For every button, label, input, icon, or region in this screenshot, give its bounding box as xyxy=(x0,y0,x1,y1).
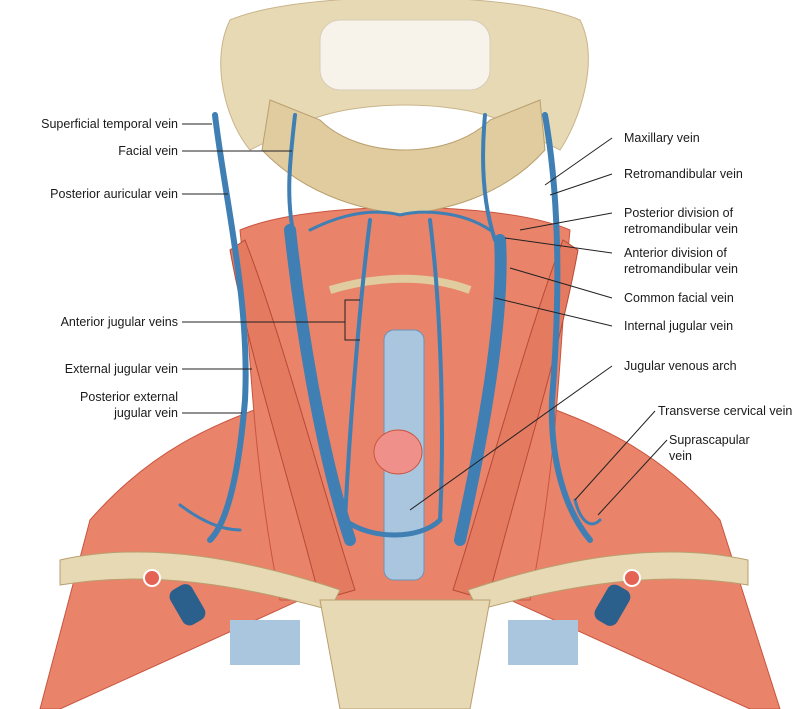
label-text: Suprascapular xyxy=(669,433,750,447)
label-text: Common facial vein xyxy=(624,291,734,305)
label-text: retromandibular vein xyxy=(624,262,738,276)
teeth xyxy=(319,19,491,91)
leader-common-facial xyxy=(509,267,613,299)
right-facial-vein xyxy=(481,113,497,242)
label-maxillary-vein: Maxillary vein xyxy=(624,130,700,146)
bracket-anterior-jugular xyxy=(344,299,360,341)
leader-internal-jugular xyxy=(494,297,613,327)
left-facial-vein xyxy=(287,113,297,242)
label-text: Retromandibular vein xyxy=(624,167,743,181)
label-text: Internal jugular vein xyxy=(624,319,734,333)
label-text: jugular vein xyxy=(114,406,178,420)
right-subclavian-vein xyxy=(594,584,631,626)
label-superficial-temporal-vein: Superficial temporal vein xyxy=(41,116,178,132)
label-internal-jugular-vein: Internal jugular vein xyxy=(624,318,733,334)
label-posterior-external-jugular-vein: Posterior external jugular vein xyxy=(80,389,178,421)
leader-lines xyxy=(182,123,668,516)
label-posterior-auricular-vein: Posterior auricular vein xyxy=(50,186,178,202)
label-text: Posterior division of xyxy=(624,206,734,220)
mandible xyxy=(261,99,546,216)
label-text: Posterior external xyxy=(80,390,178,404)
left-anterior-jugular-vein xyxy=(343,218,372,522)
right-internal-jugular-vein xyxy=(454,234,507,546)
label-retromandibular-vein: Retromandibular vein xyxy=(624,166,743,182)
label-posterior-division-retromandibular-vein: Posterior division of retromandibular vei… xyxy=(624,205,738,237)
right-subclavian-artery xyxy=(623,569,641,587)
label-common-facial-vein: Common facial vein xyxy=(624,290,734,306)
leader-maxillary xyxy=(544,137,613,186)
label-facial-vein: Facial vein xyxy=(118,143,178,159)
label-text: Posterior auricular vein xyxy=(50,187,178,201)
leader-transverse-cervical xyxy=(574,410,656,501)
right-first-rib-cartilage xyxy=(508,620,578,665)
leader-jugular-venous-arch xyxy=(409,365,613,511)
leader-retromandibular xyxy=(549,173,613,196)
left-subclavian-artery xyxy=(143,569,161,587)
leader-anterior-division xyxy=(504,237,613,254)
label-transverse-cervical-vein: Transverse cervical vein xyxy=(658,403,792,419)
thyroid-gland xyxy=(373,429,423,475)
left-subclavian-vein xyxy=(169,584,206,626)
veins xyxy=(178,112,602,546)
leader-posterior-division xyxy=(519,212,613,231)
label-text: retromandibular vein xyxy=(624,222,738,236)
right-anterior-jugular-vein xyxy=(428,218,444,522)
label-jugular-venous-arch: Jugular venous arch xyxy=(624,358,737,374)
left-external-jugular-vein xyxy=(207,112,249,543)
left-internal-jugular-vein xyxy=(284,224,356,546)
label-suprascapular-vein: Suprascapular vein xyxy=(669,432,750,464)
label-text: Anterior jugular veins xyxy=(60,315,178,329)
left-first-rib-cartilage xyxy=(230,620,300,665)
label-text: Anterior division of xyxy=(624,246,727,260)
label-text: Facial vein xyxy=(118,144,178,158)
right-transverse-cervical-vein xyxy=(573,498,602,526)
label-anterior-division-retromandibular-vein: Anterior division of retromandibular vein xyxy=(624,245,738,277)
jugular-venous-arch xyxy=(342,517,443,538)
manubrium xyxy=(319,599,491,709)
label-text: External jugular vein xyxy=(64,362,178,376)
hyoid-bone xyxy=(328,274,472,294)
label-text: Jugular venous arch xyxy=(624,359,737,373)
left-transverse-cervical-vein xyxy=(178,503,242,532)
right-external-jugular-vein xyxy=(542,112,593,543)
leader-suprascapular xyxy=(597,439,668,516)
label-text: Superficial temporal vein xyxy=(41,117,178,131)
label-external-jugular-vein: External jugular vein xyxy=(65,361,178,377)
label-anterior-jugular-veins: Anterior jugular veins xyxy=(61,314,178,330)
label-text: Maxillary vein xyxy=(624,131,700,145)
label-text: vein xyxy=(669,449,692,463)
submental-branches xyxy=(308,210,492,232)
label-text: Transverse cervical vein xyxy=(658,404,793,418)
